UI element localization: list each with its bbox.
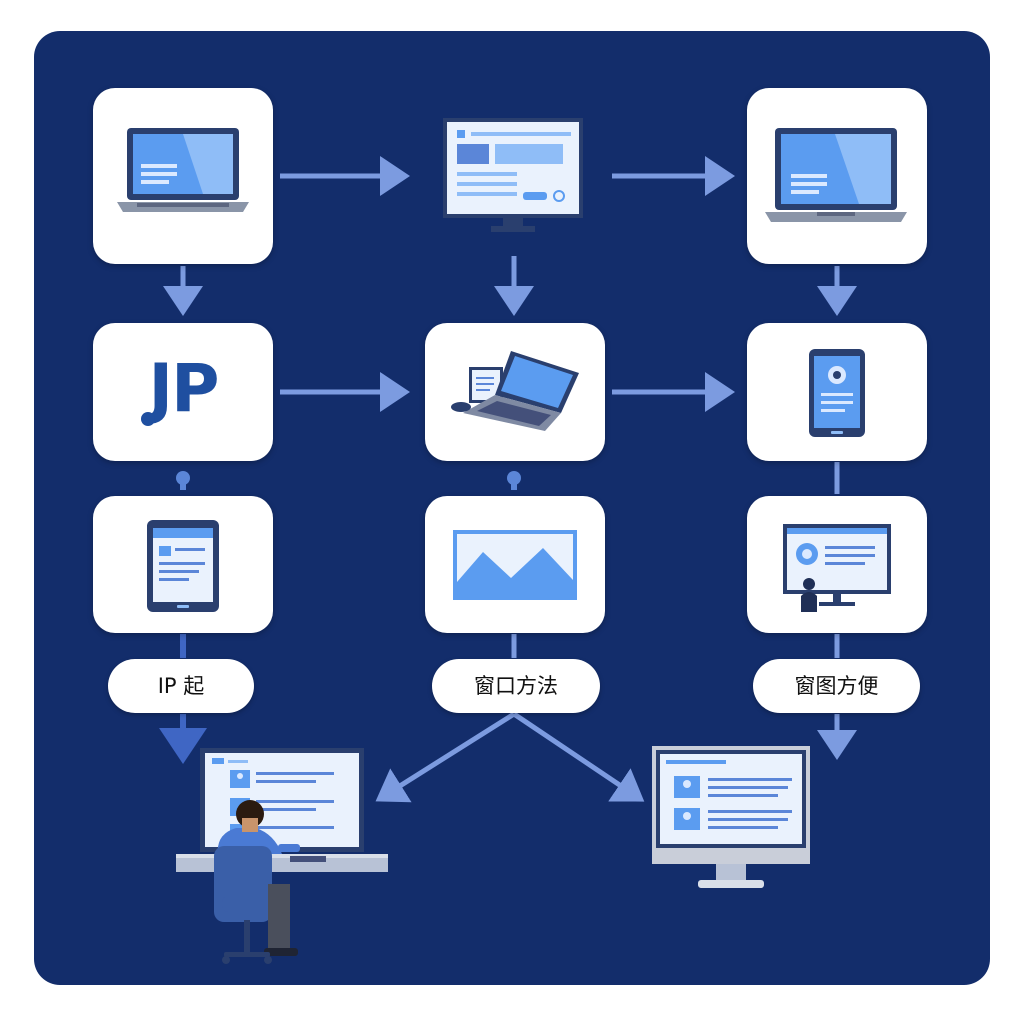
node-tablet-bottom-left bbox=[93, 496, 273, 633]
desktop-monitor-icon bbox=[652, 746, 810, 888]
node-laptop-top-left bbox=[93, 88, 273, 264]
node-jp-logo: JP bbox=[93, 323, 273, 461]
node-image-bottom-center bbox=[425, 496, 605, 633]
open-laptop-icon bbox=[451, 351, 579, 431]
presentation-screen-icon bbox=[783, 524, 891, 612]
node-phone-middle-right bbox=[747, 323, 927, 461]
connector-dot-center bbox=[507, 471, 521, 485]
jp-logo-text: JP bbox=[148, 350, 220, 427]
arrow-center-right bbox=[512, 711, 645, 802]
node-monitor-top-center bbox=[425, 88, 605, 264]
smartphone-icon bbox=[809, 349, 865, 437]
laptop-icon bbox=[765, 128, 907, 222]
node-laptop-middle-center bbox=[425, 323, 605, 461]
label-right: 窗图方便 bbox=[753, 659, 920, 713]
tablet-icon bbox=[147, 520, 219, 612]
node-presentation-bottom-right bbox=[747, 496, 927, 633]
landscape-image-icon bbox=[453, 530, 577, 600]
arrow-center-left bbox=[375, 711, 516, 803]
monitor-icon bbox=[443, 118, 583, 232]
laptop-icon bbox=[117, 128, 249, 212]
label-left: IP 起 bbox=[108, 659, 254, 713]
connector-dot-left bbox=[176, 471, 190, 485]
node-laptop-top-right bbox=[747, 88, 927, 264]
person-at-computer-icon bbox=[176, 748, 388, 964]
label-center: 窗口方法 bbox=[432, 659, 600, 713]
